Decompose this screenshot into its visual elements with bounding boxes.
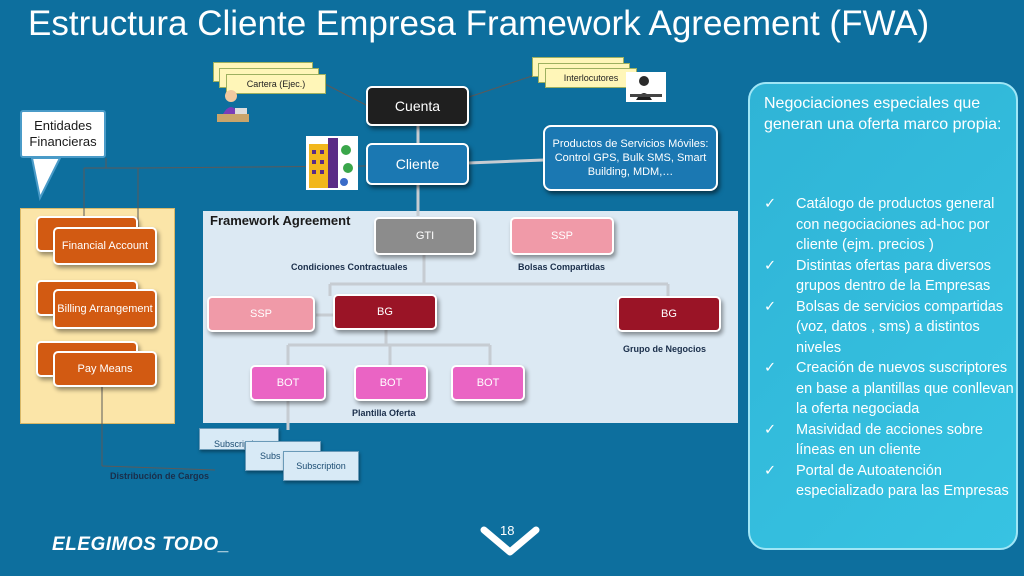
cliente-node: Cliente <box>366 143 469 185</box>
framework-agreement-label: Framework Agreement <box>210 213 351 228</box>
bg-node-right: BG <box>617 296 721 332</box>
checkmark-icon: ✓ <box>764 462 777 479</box>
checkmark-icon: ✓ <box>764 360 777 376</box>
bg-node-left: BG <box>333 294 437 330</box>
bot-node-2: BOT <box>354 365 428 401</box>
list-item: ✓Catálogo de productos general con negoc… <box>764 196 995 253</box>
grupo-negocios-label: Grupo de Negocios <box>623 344 707 354</box>
list-item: ✓Bolsas de servicios compartidas (voz, d… <box>764 298 1004 356</box>
page-number: 18 <box>500 523 515 538</box>
subscription-3: Subscription <box>283 451 359 481</box>
plantilla-oferta-label: Plantilla Oferta <box>352 408 416 418</box>
list-item: ✓Distintas ofertas para diversos grupos … <box>764 257 992 295</box>
entidades-financieras-callout: Entidades Financieras <box>20 110 106 158</box>
negociaciones-panel <box>748 82 1018 550</box>
condiciones-contractuales-label: Condiciones Contractuales <box>291 262 408 272</box>
list-item: ✓Portal de Autoatención especializado pa… <box>764 462 1009 500</box>
checkmark-icon: ✓ <box>764 298 777 315</box>
financial-account-node: Financial Account <box>53 227 157 265</box>
chevron-down-icon <box>480 526 540 556</box>
bot-node-1: BOT <box>250 365 326 401</box>
contacts-person-icon <box>626 72 666 102</box>
distribucion-cargos-label: Distribución de Cargos <box>110 471 210 481</box>
list-item: ✓Masividad de acciones sobre líneas en u… <box>764 421 983 459</box>
cartera-note: Cartera (Ejec.) <box>226 74 326 94</box>
ssp-node-left: SSP <box>207 296 315 332</box>
negociaciones-heading: Negociaciones especiales que generan una… <box>764 95 1002 133</box>
gti-node: GTI <box>374 217 476 255</box>
bot-node-3: BOT <box>451 365 525 401</box>
brand-slogan: ELEGIMOS TODO_ <box>52 534 230 555</box>
cuenta-node: Cuenta <box>366 86 469 126</box>
pay-means-node: Pay Means <box>53 351 157 387</box>
checkmark-icon: ✓ <box>764 196 777 212</box>
page-title: Estructura Cliente Empresa Framework Agr… <box>28 4 930 43</box>
productos-servicios-node: Productos de Servicios Móviles: Control … <box>543 125 718 191</box>
checkmark-icon: ✓ <box>764 257 777 274</box>
checkmark-icon: ✓ <box>764 421 777 438</box>
building-icon <box>306 136 358 190</box>
ssp-node-top: SSP <box>510 217 614 255</box>
bolsas-compartidas-label: Bolsas Compartidas <box>518 262 606 272</box>
list-item: ✓Creación de nuevos suscriptores en base… <box>764 360 1014 417</box>
billing-arrangement-node: Billing Arrangement <box>53 289 157 329</box>
interlocutores-note: Interlocutores <box>545 68 637 88</box>
executive-person-icon <box>217 90 249 122</box>
negociaciones-list: ✓Catálogo de productos general con negoc… <box>764 194 1016 502</box>
